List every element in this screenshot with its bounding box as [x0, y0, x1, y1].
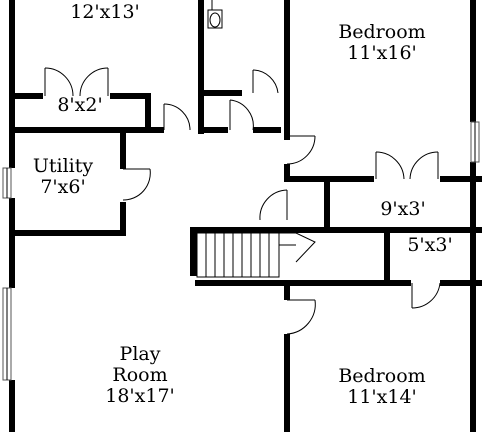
room-hall-closet-label: 9'x3' — [356, 199, 450, 220]
wall-bedroom-lower-top-right — [440, 280, 482, 286]
wall-bath-inner — [204, 90, 242, 96]
wall-left-upper — [9, 0, 15, 168]
room-small-closet-dims: 5'x3' — [407, 234, 453, 256]
room-utility-label: Utility 7'x6' — [18, 156, 108, 198]
stairs — [196, 232, 316, 278]
wall-small-closet-left — [384, 230, 390, 286]
wall-closet-right — [145, 93, 151, 131]
door-hall-upper — [163, 103, 191, 131]
walls — [9, 0, 482, 432]
room-bedroom-lower-name: Bedroom — [338, 365, 426, 387]
room-closet-dims: 8'x2' — [57, 94, 103, 116]
wall-closet-top-right — [110, 93, 150, 99]
room-hall-closet-dims: 9'x3' — [380, 198, 426, 220]
wall-utility-right-upper — [120, 127, 126, 169]
windows — [2, 121, 480, 381]
wall-left-middle — [9, 198, 15, 288]
doors — [44, 67, 441, 335]
wall-hall-closet-top-right — [440, 176, 482, 182]
door-bedroom-lower — [286, 299, 316, 335]
toilet-icon — [207, 0, 223, 29]
wall-left-lower — [9, 380, 15, 432]
room-small-closet-label: 5'x3' — [390, 235, 470, 256]
wall-stairs-left — [190, 230, 197, 276]
door-bath — [229, 99, 254, 131]
wall-hall-closet-left — [324, 176, 330, 232]
room-utility-name: Utility — [32, 155, 94, 177]
door-closet-double — [44, 67, 109, 97]
wall-bedroom-lower-jamb — [284, 280, 290, 300]
wall-bath-left — [198, 0, 204, 134]
wall-hall-top-left — [284, 176, 324, 182]
room-bedroom-upper-dims: 11'x16' — [347, 42, 417, 64]
door-bedroom-upper — [286, 135, 316, 165]
wall-utility-top — [9, 127, 164, 133]
door-stair-landing — [259, 189, 288, 221]
wall-bath-bottom-right — [253, 127, 281, 133]
wall-closet-top-left — [9, 93, 43, 99]
wall-hall-jamb — [284, 164, 290, 182]
door-hall-closet-double — [375, 151, 439, 180]
room-play-room-label: Play Room 18'x17' — [85, 344, 195, 407]
wall-bedroom-lower-left — [284, 334, 290, 432]
room-play-room-name-1: Play — [119, 343, 161, 365]
wall-bath-bottom-left — [198, 127, 228, 133]
room-bedroom-lower-label: Bedroom 11'x14' — [312, 366, 452, 408]
room-bedroom-upper-label: Bedroom 11'x16' — [312, 22, 452, 64]
wall-right-lower — [470, 162, 476, 432]
room-top-left-label: 12'x13' — [60, 2, 150, 23]
wall-hall-closet-top-left — [324, 176, 374, 182]
room-closet-label: 8'x2' — [40, 95, 120, 116]
door-utility — [122, 168, 151, 201]
wall-right-upper — [470, 0, 476, 122]
wall-utility-right-lower — [120, 202, 126, 236]
room-bedroom-lower-dims: 11'x14' — [347, 386, 417, 408]
stair-railing — [279, 232, 316, 263]
door-bath-upper — [252, 69, 279, 94]
room-top-left-dims: 12'x13' — [70, 1, 140, 23]
door-small-closet — [411, 282, 441, 309]
room-play-room-dims: 18'x17' — [105, 385, 175, 407]
room-play-room-name-2: Room — [112, 364, 168, 386]
room-utility-dims: 7'x6' — [40, 176, 86, 198]
wall-bedroom-upper-left — [284, 0, 290, 140]
wall-stairs-top — [190, 227, 482, 233]
wall-utility-bottom — [9, 230, 126, 236]
room-bedroom-upper-name: Bedroom — [338, 21, 426, 43]
wall-bedroom-lower-top — [195, 280, 411, 286]
